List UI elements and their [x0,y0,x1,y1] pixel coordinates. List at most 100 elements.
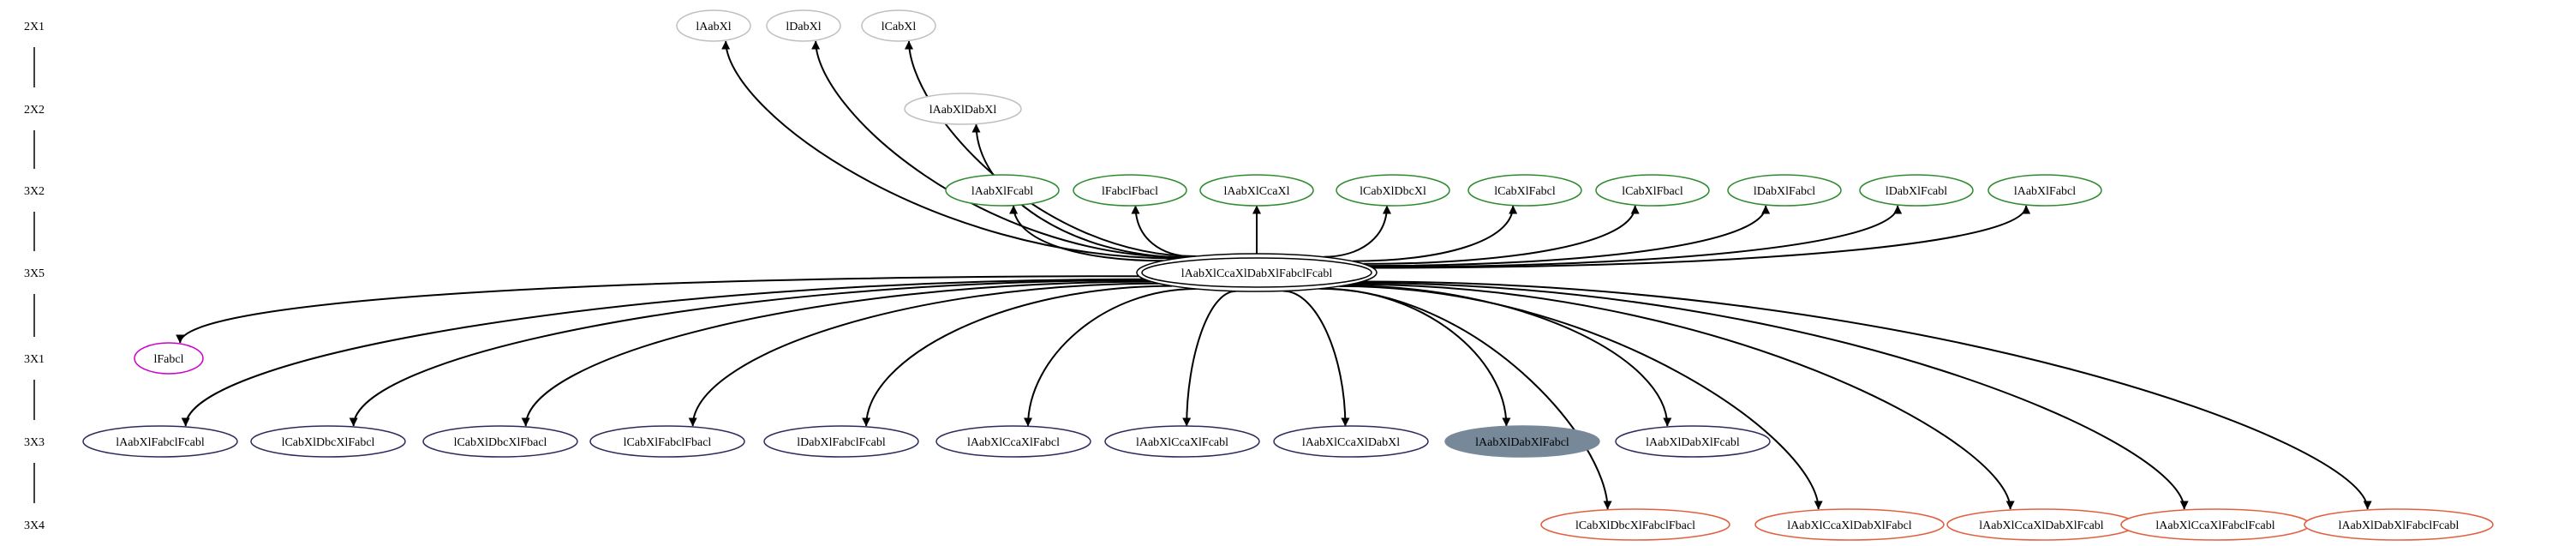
node-label: lCabXlDbcXl [1360,185,1426,198]
edge-Root-to-CabX [905,40,1197,257]
node-ellipse [2304,508,2494,541]
node-ellipse [935,425,1091,458]
node-Root[interactable]: lAabXlCcaXlDabXlFabclFcabl [1136,253,1378,292]
node-label: lAabXlCcaXlFabclFcabl [2155,519,2274,532]
node-ellipse [1540,508,1730,541]
edge-Root-to-AabX [721,40,1178,260]
node-AabX[interactable]: lAabXl [676,9,751,42]
node-ellipse [861,9,936,42]
node-label: lCabXlDbcXlFabclFbacl [1575,519,1695,532]
node-AabX_CcaX_Fabc_Fcab[interactable]: lAabXlCcaXlFabclFcabl [2120,508,2310,541]
node-DabX_Fabc[interactable]: lDabXlFabcl [1727,174,1842,207]
node-ellipse [1754,508,1945,541]
edge-Root-to-AabX_CcaX_Fabc [1024,288,1197,427]
node-label: lFabclFbacl [1102,185,1158,198]
node-CabX_DbcX_Fbac[interactable]: lCabXlDbcXlFbacl [422,425,578,458]
node-AabX_DabX_Fabc[interactable]: lAabXlDabXlFabcl [1444,425,1600,458]
node-ellipse [1727,174,1842,207]
node-Fabc[interactable]: lFabcl [134,342,204,375]
node-label: lAabXl [696,21,731,33]
node-label: lCabXl [882,21,917,33]
edge-Root-to-DabX_Fabc [1368,205,1771,267]
node-CabX_Fbac[interactable]: lCabXlFbacl [1595,174,1710,207]
node-ellipse [589,425,745,458]
node-DabX[interactable]: lDabXl [766,9,841,42]
node-label: lDabXlFcabl [1886,185,1947,198]
node-DabX_Fabc_Fcab[interactable]: lDabXlFabclFcabl [763,425,919,458]
edges [176,40,2372,510]
edge-Root-to-AabX_DabX_Fabc_Fcab [1361,280,2372,510]
node-label: lAabXlDabXl [929,104,997,117]
node-AabX_Fabc_Fcab[interactable]: lAabXlFabclFcabl [82,425,238,458]
node-ellipse [766,9,841,42]
nodes: lAabXl lDabXl lCabXl lAabXlDabXl lAabXlFcabl… [82,9,2494,541]
node-AabX_DabX[interactable]: lAabXlDabXl [904,93,1022,125]
edge-Root-to-CabX_DbcX_Fabc_Fbac [1318,287,1612,510]
node-CabX[interactable]: lCabXl [861,9,936,42]
node-AabX_CcaX_DabX[interactable]: lAabXlCcaXlDabXl [1273,425,1429,458]
node-ellipse [945,174,1060,207]
edge-Root-to-CabX_DbcX [1323,205,1391,258]
node-CabX_DbcX_Fabc_Fbac[interactable]: lCabXlDbcXlFabclFbacl [1540,508,1730,541]
node-AabX_CcaX_Fcab[interactable]: lAabXlCcaXlFcabl [1104,425,1260,458]
node-ellipse [1987,174,2102,207]
node-label: lDabXlFabclFcabl [797,436,886,449]
rank-label-2X2: 2X2 [24,104,45,117]
node-label: lAabXlFcabl [971,185,1033,198]
rank-label-3X3: 3X3 [24,436,45,449]
node-label: lAabXlFabclFcabl [116,436,205,449]
node-CabX_DbcX[interactable]: lCabXlDbcXl [1336,174,1450,207]
node-AabX_CcaX_DabX_Fcab[interactable]: lAabXlCcaXlDabXlFcabl [1946,508,2137,541]
node-ellipse [422,425,578,458]
rank-label-3X1: 3X1 [24,353,45,366]
node-label: lDabXl [786,21,821,33]
edge-Root-to-AabX_DabX_Fabc [1321,287,1511,427]
edge-Root-to-AabX_CcaX_Fabc_Fcab [1357,282,2189,510]
node-ellipse [1336,174,1450,207]
node-label: lAabXlCcaXlDabXlFabcl [1787,519,1912,532]
rank-label-3X2: 3X2 [24,185,45,198]
node-ellipse [1273,425,1429,458]
node-AabX_CcaX_Fabc[interactable]: lAabXlCcaXlFabcl [935,425,1091,458]
rank-axis: 2X1 2X2 3X2 3X5 3X1 3X3 3X4 [24,21,45,532]
node-ellipse [763,425,919,458]
edge-Root-to-CabX_Fbac [1363,205,1640,265]
rank-label-3X4: 3X4 [24,519,45,532]
node-AabX_CcaX_DabX_Fabc[interactable]: lAabXlCcaXlDabXlFabcl [1754,508,1945,541]
node-AabX_CcaX[interactable]: lAabXlCcaXl [1199,174,1314,207]
edge-Root-to-AabX_CcaX_DabX_Fabc [1339,285,1823,510]
node-label: lCabXlFabclFbacl [624,436,712,449]
node-ellipse [134,342,204,375]
node-CabX_Fabc[interactable]: lCabXlFabcl [1467,174,1582,207]
edge-Root-to-AabX_CcaX_Fcab [1182,290,1236,427]
node-ellipse [1199,174,1314,207]
node-ellipse [676,9,751,42]
node-CabX_DbcX_Fabc[interactable]: lCabXlDbcXlFabcl [250,425,406,458]
node-CabX_Fabc_Fbac[interactable]: lCabXlFabclFbacl [589,425,745,458]
node-ellipse [1073,174,1187,207]
node-ellipse [1467,174,1582,207]
node-AabX_Fcab[interactable]: lAabXlFcabl [945,174,1060,207]
edge-Root-to-Fabc [176,275,1139,344]
node-AabX_Fabc[interactable]: lAabXlFabcl [1987,174,2102,207]
node-label: lAabXlDabXlFabclFcabl [2339,519,2459,532]
edge-Root-to-DabX_Fcab [1371,205,1903,268]
node-DabX_Fcab[interactable]: lDabXlFcabl [1859,174,1974,207]
edge-Root-to-DabX_Fabc_Fcab [862,285,1173,427]
edge-Root-to-Fabc_Fbac [1131,205,1194,258]
edge-Root-to-DabX [811,40,1186,259]
rank-label-3X5: 3X5 [24,267,45,280]
node-ellipse [1615,425,1771,458]
edge-Root-to-AabX_DabX [971,123,1186,259]
node-label: lCabXlDbcXlFabcl [282,436,375,449]
node-label: lCabXlDbcXlFbacl [454,436,547,449]
edge-Root-to-AabX_Fcab [1009,205,1163,262]
node-ellipse [250,425,406,458]
node-label: lAabXlCcaXlFcabl [1136,436,1228,449]
node-AabX_DabX_Fabc_Fcab[interactable]: lAabXlDabXlFabclFcabl [2304,508,2494,541]
rank-label-2X1: 2X1 [24,21,45,33]
node-label: lAabXlCcaXlDabXlFcabl [1979,519,2104,532]
node-Fabc_Fbac[interactable]: lFabclFbacl [1073,174,1187,207]
node-AabX_DabX_Fcab[interactable]: lAabXlDabXlFcabl [1615,425,1771,458]
